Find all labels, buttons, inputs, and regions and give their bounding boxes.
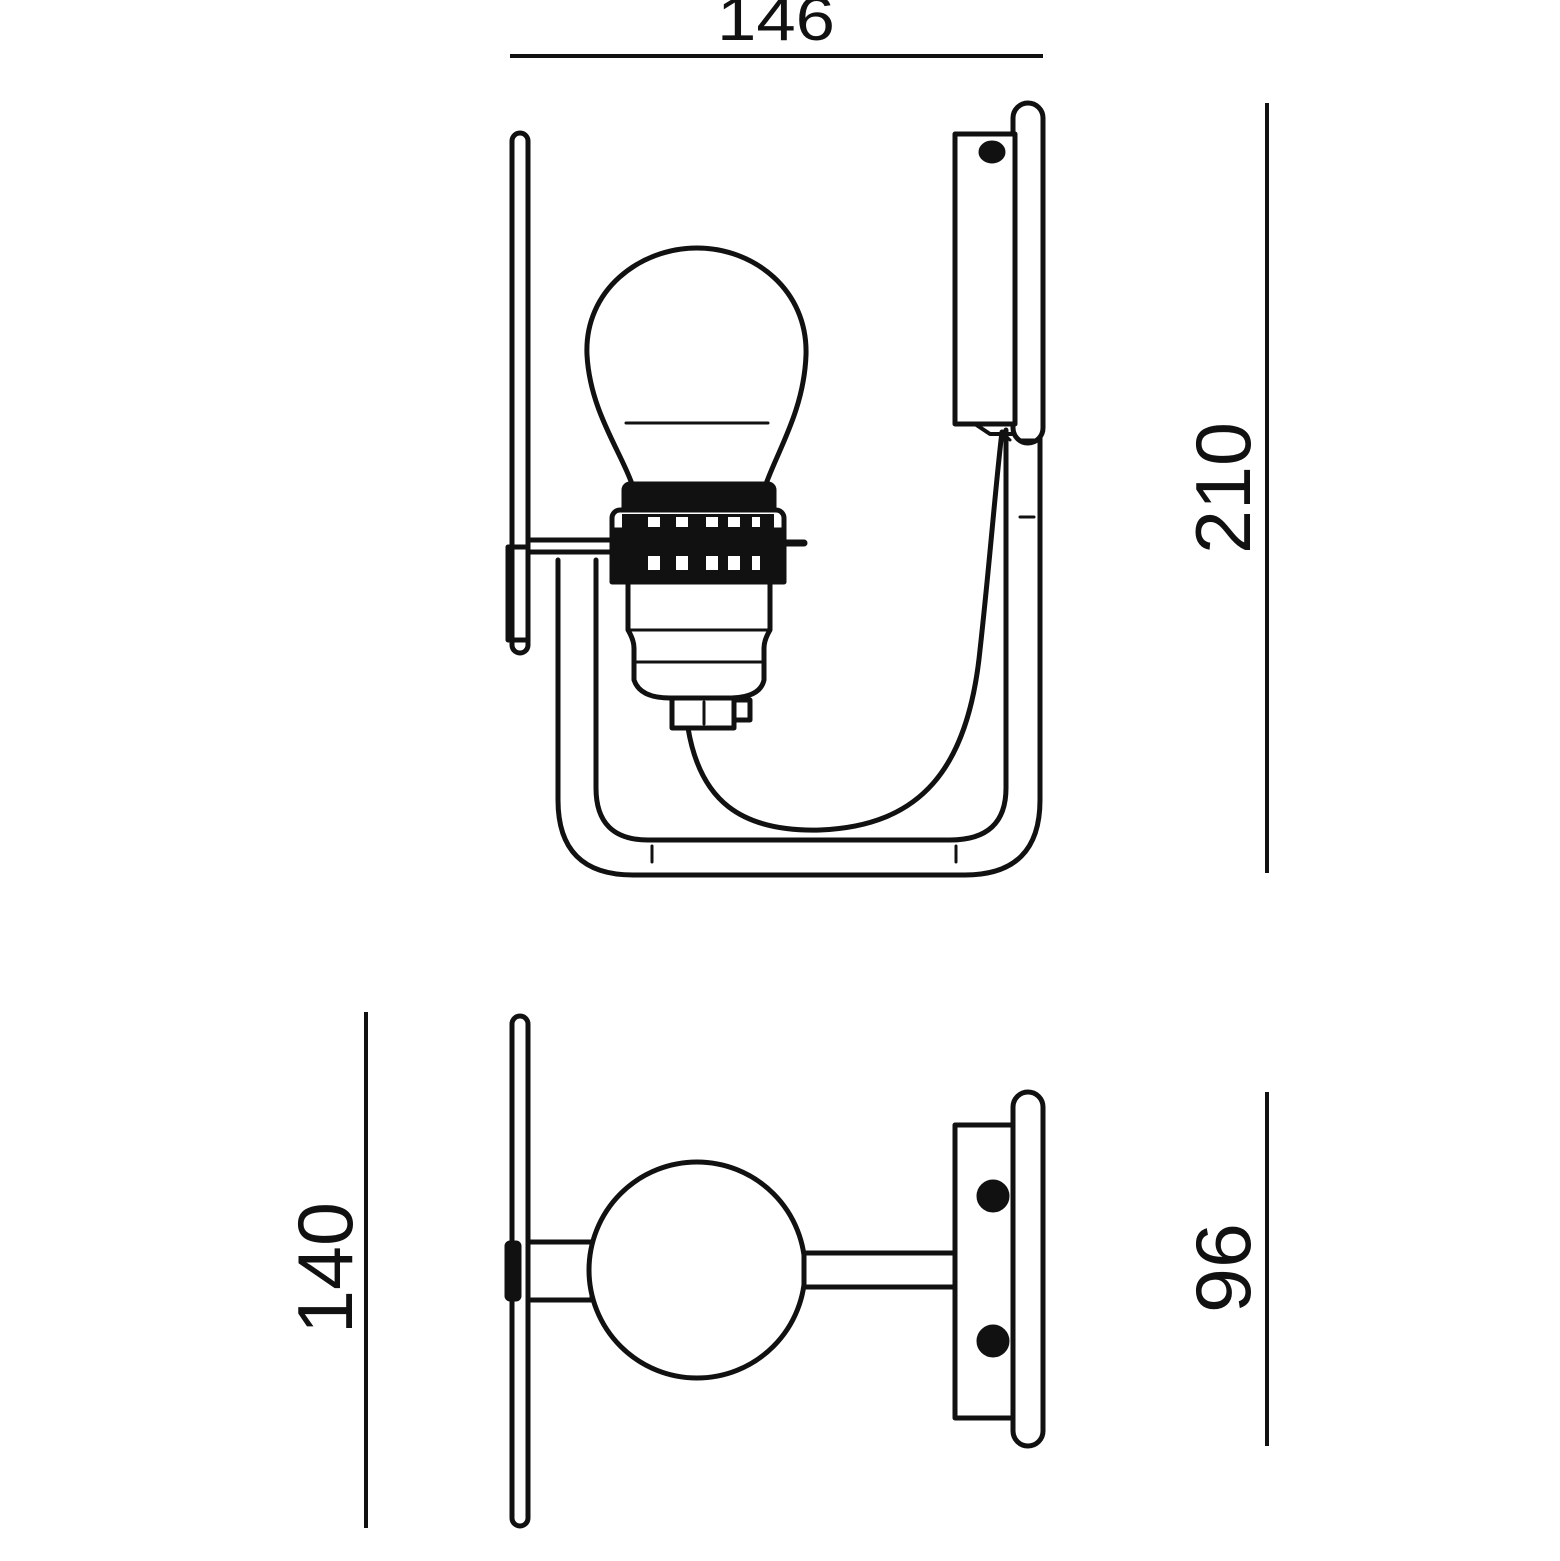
mount-box <box>952 131 1018 427</box>
front-wall-plate <box>1010 1089 1046 1449</box>
dimension-depth: 140 <box>281 1012 369 1528</box>
socket-lower <box>625 579 773 701</box>
front-mount-box <box>952 1122 1020 1421</box>
dimension-width: 146 <box>510 0 1043 58</box>
depth-label: 140 <box>281 1202 369 1334</box>
u-bracket-inner <box>593 427 1009 843</box>
u-bracket-outer <box>555 427 1043 878</box>
front-arm <box>801 1250 959 1290</box>
bulb <box>584 245 809 487</box>
plate-label: 96 <box>1179 1223 1267 1313</box>
height-label: 210 <box>1179 422 1267 554</box>
mount-screw <box>978 140 1006 164</box>
front-left-rod <box>525 1239 595 1303</box>
side-view <box>505 100 1046 878</box>
power-cord <box>685 429 1005 833</box>
front-view <box>504 1013 1046 1529</box>
socket-slots <box>648 517 760 527</box>
rod-clamp <box>505 544 531 643</box>
width-label: 146 <box>717 0 835 54</box>
dimension-height: 210 <box>1179 103 1269 873</box>
front-screw-bottom <box>976 1324 1010 1358</box>
front-bulb <box>586 1159 808 1381</box>
dimension-plate: 96 <box>1179 1092 1269 1446</box>
reflector-rod <box>509 130 531 656</box>
front-screw-top <box>976 1179 1010 1213</box>
